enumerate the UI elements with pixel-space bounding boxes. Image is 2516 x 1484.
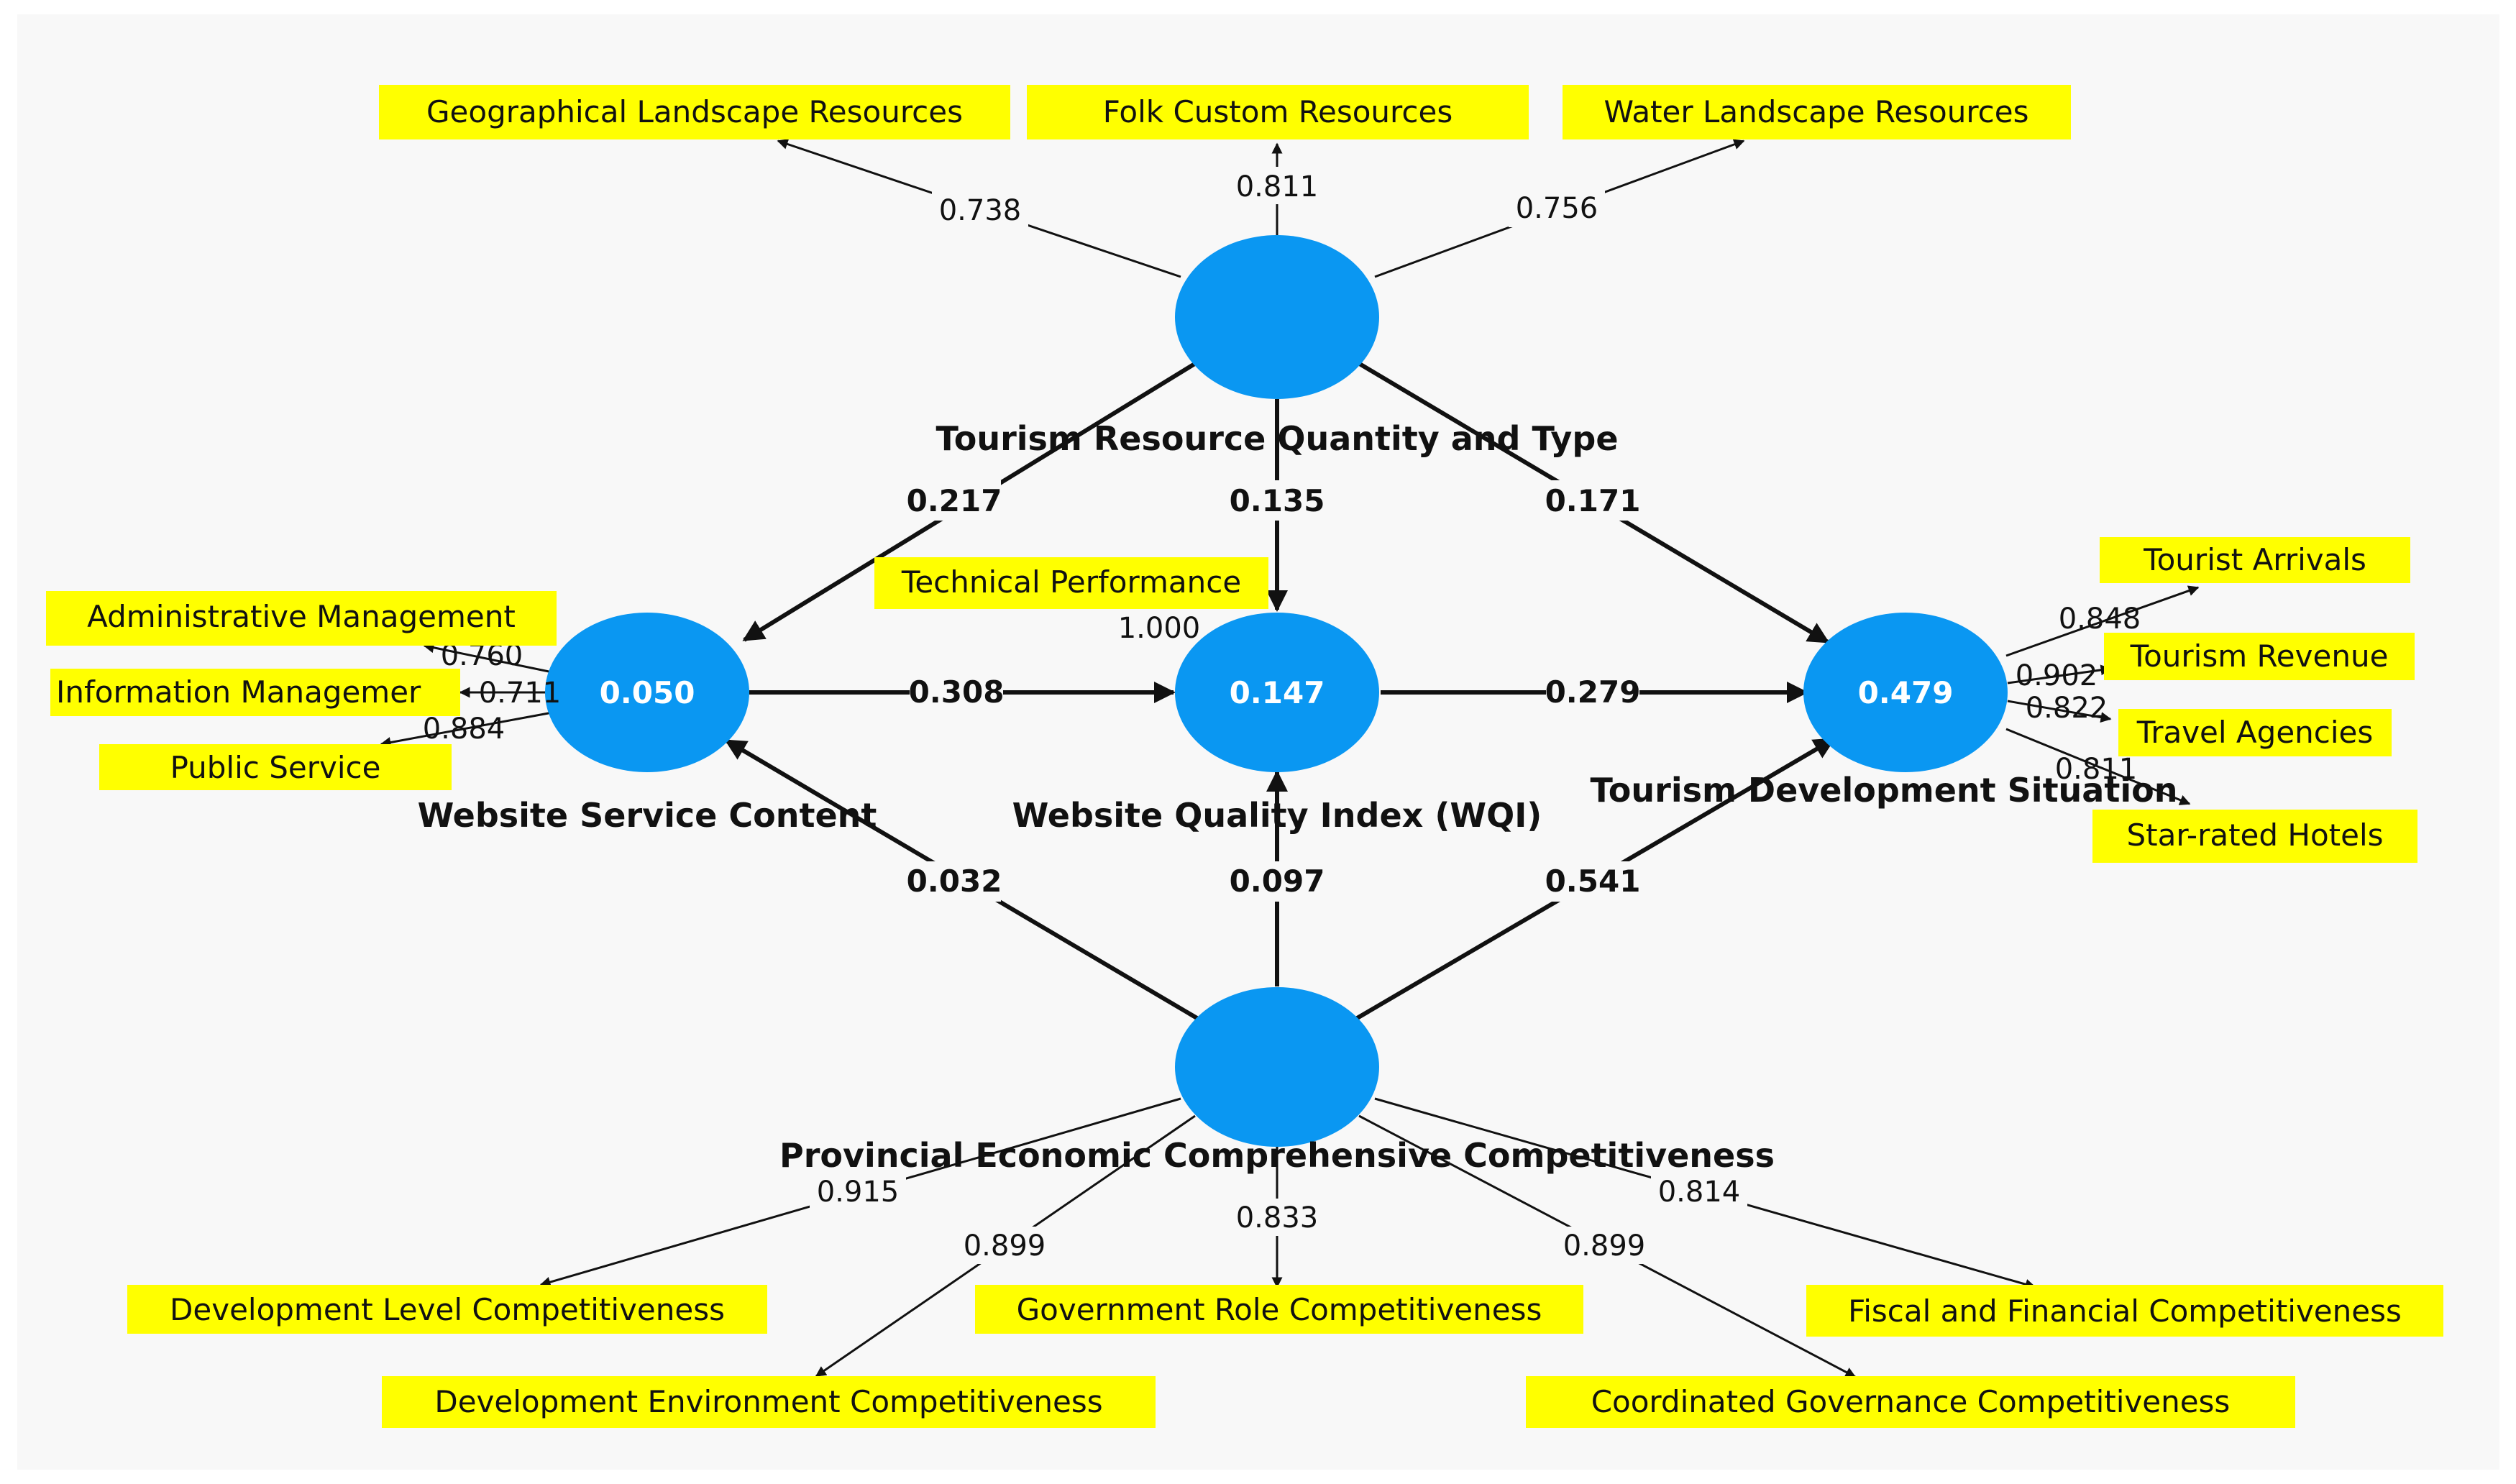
outer-loadings: 0.738 0.811 0.756 0.760 0.711 0.884 1.00… [423, 167, 2141, 1264]
latent-node-wqi[interactable] [1175, 613, 1379, 772]
loading-glr: 0.738 [939, 194, 1022, 227]
loading-im: 0.711 [479, 677, 562, 710]
indicator-box-wlr[interactable] [1563, 85, 2071, 139]
loading-line-tag [2007, 700, 2112, 723]
loading-srh: 0.811 [2055, 753, 2138, 786]
loading-line-ta [2005, 585, 2200, 657]
latent-node-pe[interactable] [1175, 987, 1379, 1147]
indicator-box-cgc[interactable] [1526, 1376, 2295, 1428]
latent-names: Tourism Resource Quantity and Type Websi… [418, 419, 2178, 1175]
indicator-label-srh: Star-rated Hotels [2126, 817, 2383, 853]
indicator-label-ta: Tourist Arrivals [2143, 542, 2366, 577]
indicator-label-grc: Government Role Competitiveness [1017, 1292, 1542, 1327]
loading-ta: 0.848 [2059, 603, 2141, 636]
path-coef-tr-wsc: 0.217 [907, 483, 1002, 518]
loading-grc: 0.833 [1236, 1201, 1319, 1235]
path-coef-pe-wsc: 0.032 [907, 864, 1002, 899]
latent-r2-wsc: 0.050 [600, 675, 695, 710]
loading-tp: 1.000 [1118, 612, 1201, 645]
loading-dec: 0.899 [964, 1229, 1046, 1263]
path-coef-pe-wqi: 0.097 [1230, 864, 1325, 899]
latent-node-tds[interactable] [1803, 613, 2008, 772]
indicator-label-im: Information Managemer [56, 674, 421, 710]
indicator-label-cgc: Coordinated Governance Competitiveness [1591, 1384, 2231, 1419]
indicator-label-tag: Travel Agencies [2136, 715, 2374, 750]
latent-name-wsc: Website Service Content [418, 796, 877, 835]
indicator-label-dlc: Development Level Competitiveness [170, 1292, 725, 1327]
indicator-label-trv: Tourism Revenue [2130, 638, 2389, 674]
indicator-box-grc[interactable] [975, 1285, 1583, 1334]
loading-wlr: 0.756 [1516, 192, 1598, 225]
loading-dlc: 0.915 [817, 1176, 900, 1209]
loading-trv: 0.902 [2016, 659, 2098, 692]
indicator-box-ta[interactable] [2100, 537, 2410, 583]
indicator-box-srh[interactable] [2092, 810, 2417, 863]
indicator-box-am[interactable] [46, 591, 557, 646]
latent-name-tr: Tourism Resource Quantity and Type [936, 419, 1618, 458]
loading-tag: 0.822 [2026, 692, 2108, 725]
loading-fcr: 0.811 [1236, 170, 1319, 203]
path-coefficients: 0.217 0.135 0.171 0.308 0.279 0.032 0.09… [907, 480, 1641, 902]
indicator-label-tp: Technical Performance [901, 564, 1241, 600]
latent-r2-wqi: 0.147 [1230, 675, 1325, 710]
indicator-box-dec[interactable] [382, 1376, 1156, 1428]
indicator-box-dlc[interactable] [127, 1285, 767, 1334]
loading-line-trv [2007, 664, 2112, 684]
indicator-label-glr: Geographical Landscape Resources [426, 94, 963, 129]
indicator-box-trv[interactable] [2104, 633, 2415, 680]
indicator-box-ffc[interactable] [1806, 1285, 2443, 1337]
indicator-box-tp[interactable] [874, 557, 1268, 609]
loading-cgc: 0.899 [1563, 1229, 1646, 1263]
latent-r2-tds: 0.479 [1858, 675, 1954, 710]
indicator-box-im[interactable] [50, 669, 460, 716]
indicator-boxes: Geographical Landscape Resources Folk Cu… [46, 85, 2443, 1428]
indicator-label-fcr: Folk Custom Resources [1103, 94, 1453, 129]
latent-name-pe: Provincial Economic Comprehensive Compet… [779, 1136, 1775, 1175]
indicator-label-ffc: Fiscal and Financial Competitiveness [1848, 1293, 2402, 1329]
path-coef-wqi-tds: 0.279 [1545, 674, 1641, 710]
indicator-label-ps: Public Service [170, 750, 381, 785]
loading-ps: 0.884 [423, 713, 506, 746]
latent-nodes: 0.050 0.147 0.479 [545, 235, 2008, 1147]
path-coef-tr-tds: 0.171 [1545, 483, 1641, 518]
indicator-box-glr[interactable] [379, 85, 1010, 139]
indicator-label-wlr: Water Landscape Resources [1604, 94, 2029, 129]
indicator-box-tag[interactable] [2118, 709, 2392, 756]
latent-name-wqi: Website Quality Index (WQI) [1012, 796, 1542, 835]
path-coef-pe-tds: 0.541 [1545, 864, 1641, 899]
indicator-label-am: Administrative Management [87, 599, 516, 634]
latent-node-tr[interactable] [1175, 235, 1379, 399]
indicator-box-ps[interactable] [99, 744, 452, 790]
loading-line-ps [380, 711, 553, 748]
loading-ffc: 0.814 [1658, 1176, 1741, 1209]
indicator-label-dec: Development Environment Competitiveness [434, 1384, 1102, 1419]
indicator-box-fcr[interactable] [1027, 85, 1529, 139]
path-coef-wsc-wqi: 0.308 [909, 674, 1005, 710]
loading-line-am [423, 642, 553, 674]
path-coef-tr-wqi: 0.135 [1230, 483, 1325, 518]
latent-name-tds: Tourism Development Situation [1591, 771, 2178, 810]
latent-node-wsc[interactable] [545, 613, 749, 772]
loading-line-srh [2005, 728, 2191, 805]
